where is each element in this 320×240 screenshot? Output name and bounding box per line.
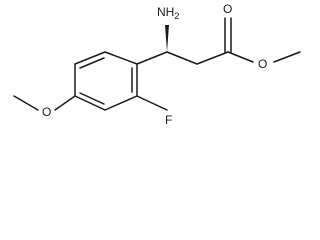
amine-nh-text: NH (157, 5, 174, 19)
bond-ring-to-fluorine (136, 95, 168, 111)
bond-carbonyl-to-ester-o (227, 51, 254, 63)
side-chain (136, 17, 301, 65)
bond-c4-c5 (74, 95, 106, 111)
benzene-ring (74, 51, 138, 111)
bond-c1-c2 (104, 51, 138, 65)
bond-methoxy-o-to-methyl (13, 95, 39, 111)
fluorine-label: F (165, 113, 172, 127)
bond-ring-to-methoxy-o (54, 95, 76, 111)
bond-c2-c3 (74, 51, 106, 65)
bond-ring-to-chiral-carbon (136, 51, 168, 65)
double-bond-c4-c5-inner (79, 92, 105, 105)
bond-ch2-to-carbonyl (196, 51, 229, 65)
stereo-hash-bond (165, 25, 169, 52)
bond-chiral-to-ch2 (166, 51, 198, 65)
bond-c5-c6 (104, 95, 138, 111)
amine-subscript: 2 (174, 11, 179, 21)
amine-label: NH2 (157, 5, 179, 21)
chemical-structure-diagram: NH2 O O O F (13, 2, 301, 127)
methoxy-oxygen-label: O (42, 105, 51, 119)
bond-ester-o-to-methyl (273, 51, 301, 63)
double-bond-c2-c3-inner (79, 57, 105, 69)
ester-oxygen-label: O (258, 57, 267, 71)
carbonyl-oxygen-label: O (223, 2, 232, 16)
